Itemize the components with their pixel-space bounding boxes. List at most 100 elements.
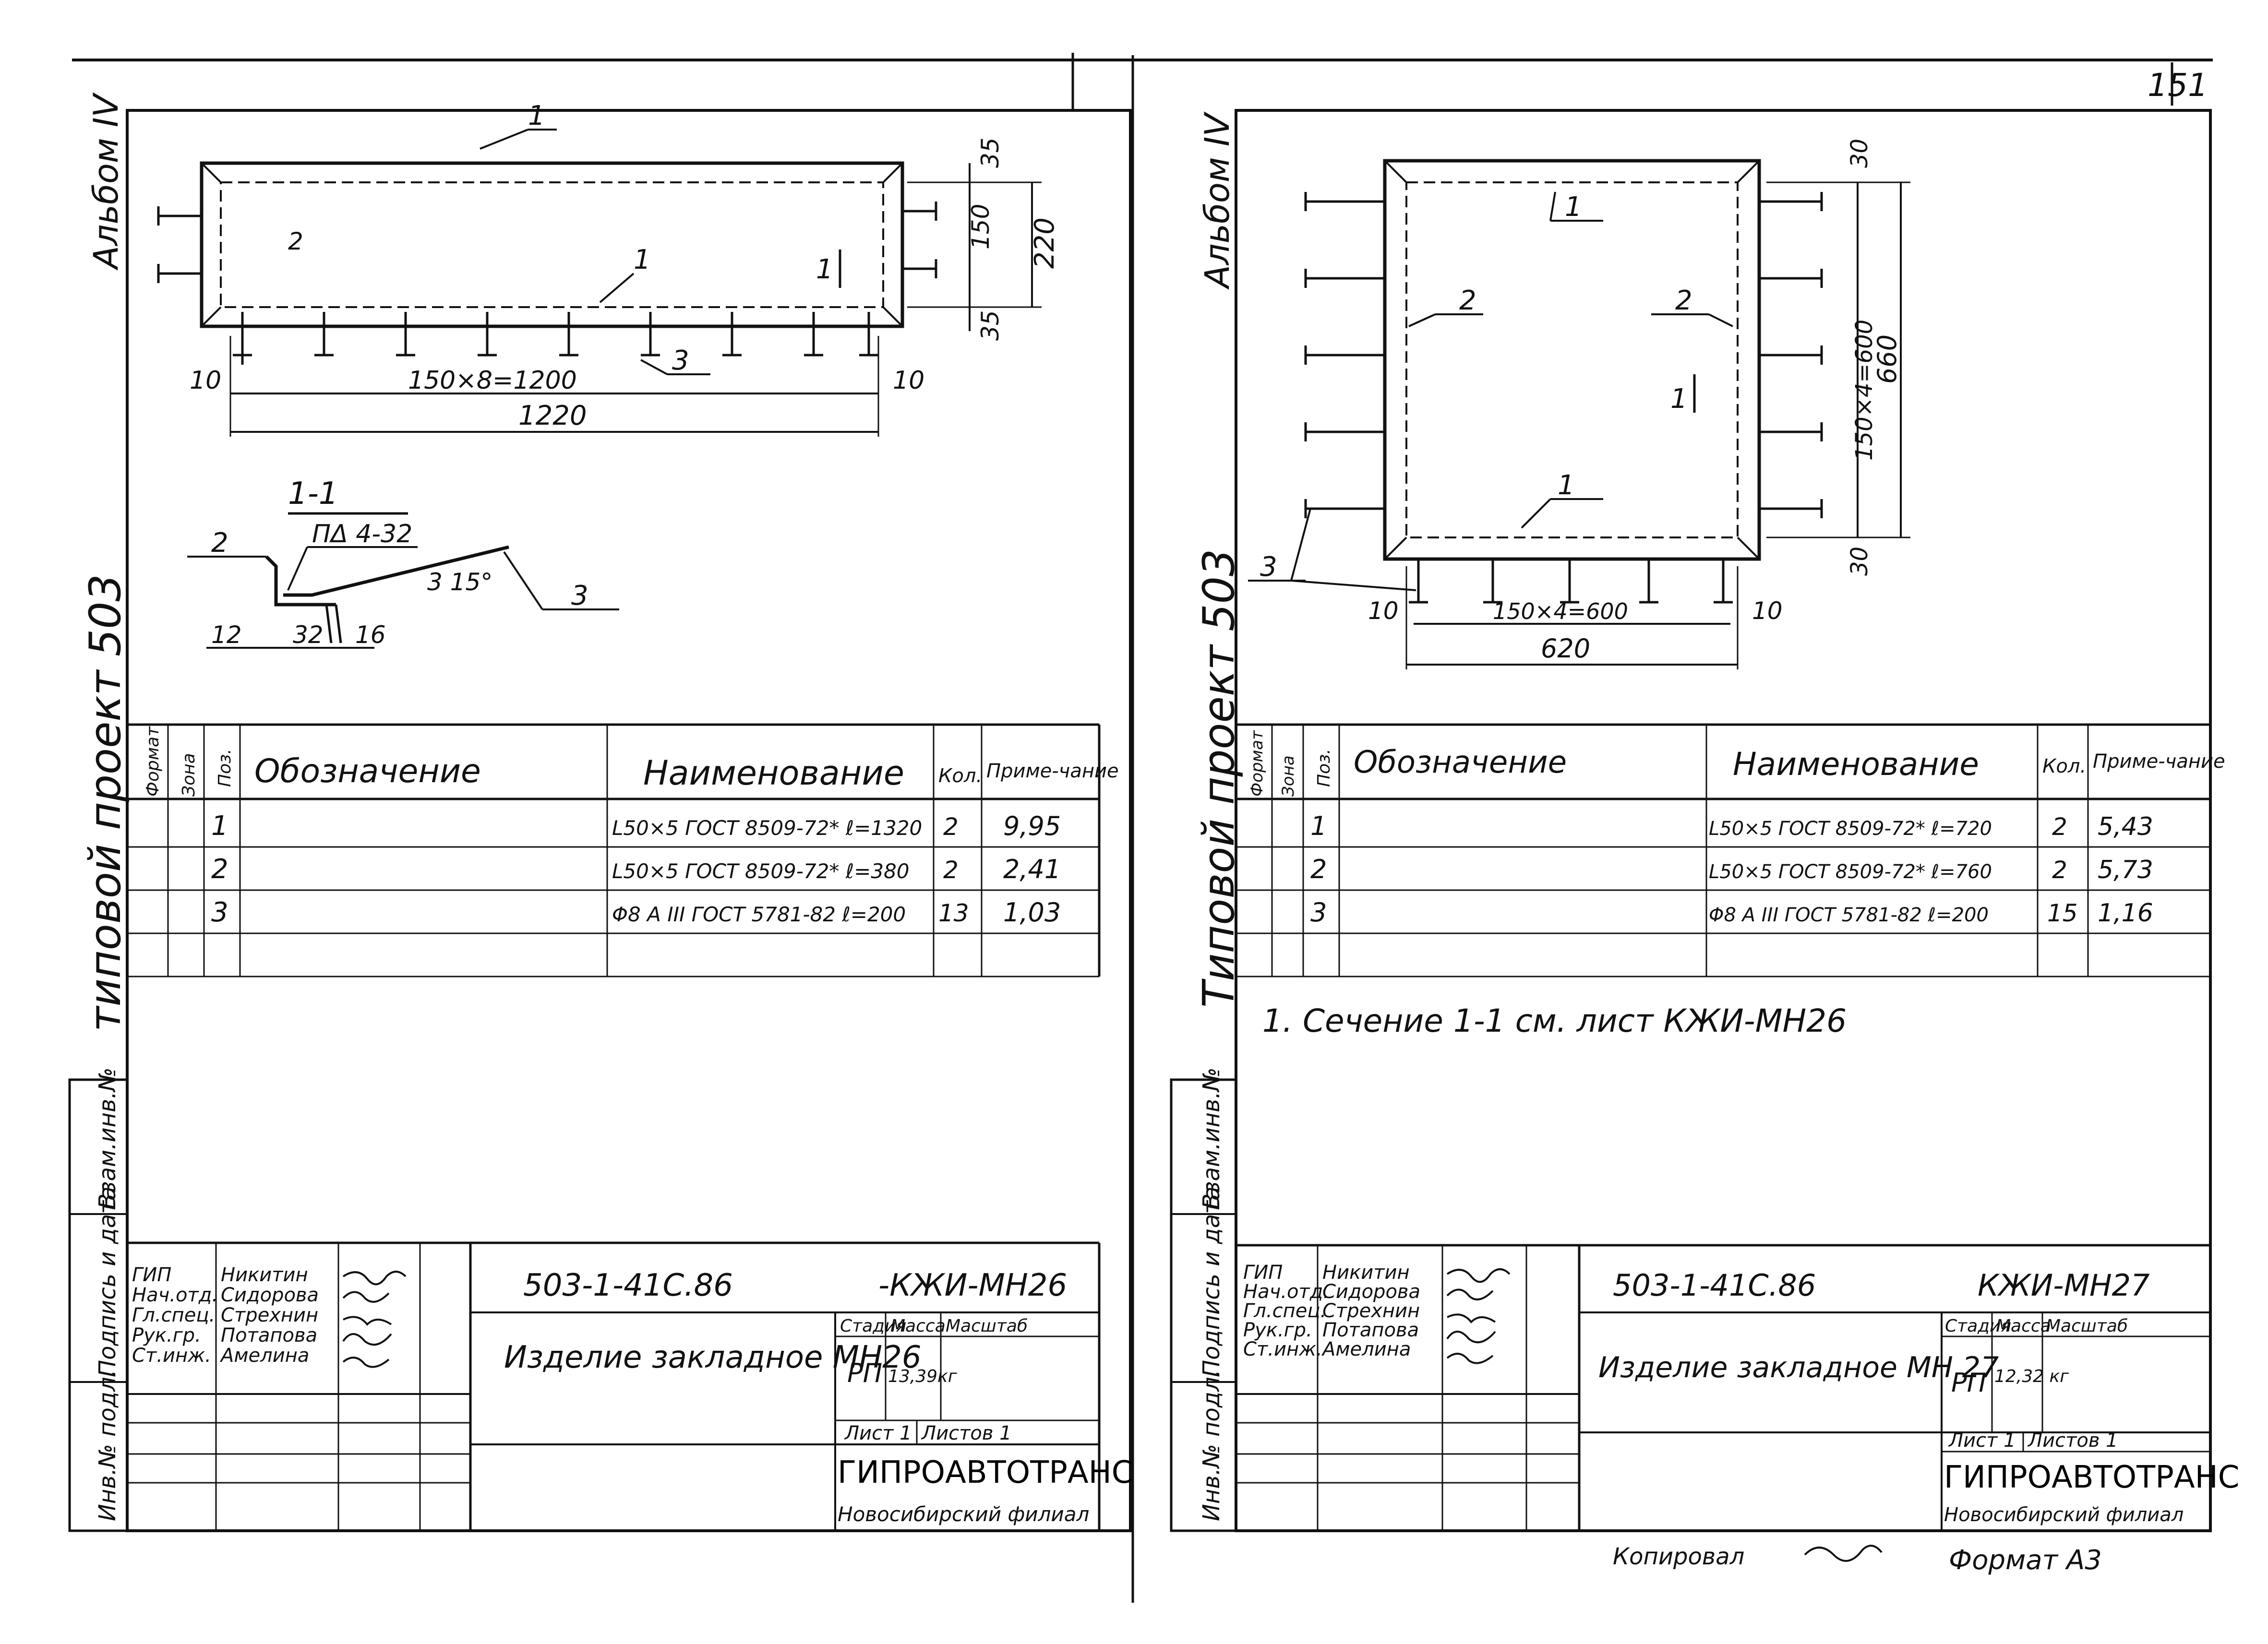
right-sheet: Инв.№ подл. Подпись и дата Взам.инв.№ Ал… (1170, 109, 2239, 1576)
footer-format: Формат А3 (1949, 1545, 2102, 1576)
left-dim-total: 1220 (518, 400, 587, 431)
right-angle-inner (1405, 181, 1739, 538)
right-note: 1. Сечение 1-1 см. лист КЖИ-МН26 (1262, 1002, 1847, 1039)
right-side-stamp (1170, 1078, 1237, 1532)
left-section-angle: 3 15° (427, 568, 492, 596)
right-stamp-sign: Подпись и дата (1198, 1186, 1225, 1377)
left-section-d12: 12 (211, 621, 242, 649)
right-dim-right-gap: 10 (1752, 597, 1783, 625)
left-sheet: Инв.№ подл. Подпись и дата Взам.инв.№ Ал… (68, 92, 1133, 1532)
right-name-4: Амелина (1321, 1338, 1411, 1360)
left-section-callout-2: 2 (211, 527, 228, 559)
left-signatures (342, 1271, 407, 1368)
left-dim-top: 35 (976, 137, 1004, 168)
right-doc-code: КЖИ-МН27 (1978, 1268, 2150, 1303)
left-item-title: Изделие закладное МН26 (504, 1340, 922, 1375)
left-role-2: Гл.спец. (132, 1304, 215, 1326)
left-section-view: 1-1 2 ΠΔ 4-32 3 15° 3 12 32 16 (187, 476, 619, 649)
right-name-2: Стрехнин (1322, 1300, 1420, 1322)
left-dim-mid: 150 (967, 204, 995, 250)
right-org-name: ГИПРОАВТОТРАНС (1944, 1460, 2239, 1495)
right-spec-table: Формат Зона Поз. Обозначение Наименовани… (1236, 723, 2225, 977)
left-section-callout-3: 3 (571, 580, 588, 611)
right-dim-total: 620 (1541, 633, 1590, 664)
left-plate-outline (200, 161, 904, 328)
left-hdr-pos: Поз. (215, 749, 235, 787)
left-callout-1-bottom: 1 (634, 244, 651, 275)
right-stamp-inv: Инв.№ подл. (1198, 1370, 1225, 1521)
right-signatures (1446, 1268, 1511, 1364)
left-doc-code: -КЖИ-МН26 (878, 1268, 1067, 1303)
left-callout-2: 2 (288, 227, 303, 255)
left-dim-right-gap: 10 (893, 366, 924, 395)
left-section-title: 1-1 (288, 476, 338, 512)
left-role-0: ГИП (132, 1264, 171, 1286)
left-stage-value: РП (847, 1358, 882, 1388)
left-row3-pos: 3 (211, 897, 228, 928)
right-sheets-label: Листов 1 (2027, 1430, 2118, 1452)
left-spec-table: Формат Зона Поз. Обозначение Наименовани… (127, 723, 1119, 977)
right-item-title: Изделие закладное МН 27 (1598, 1351, 1999, 1384)
right-role-0: ГИП (1243, 1262, 1283, 1284)
right-branch-name: Новосибирский филиал (1944, 1504, 2184, 1526)
left-row2-qty: 2 (943, 856, 959, 884)
right-role-2: Гл.спец. (1243, 1300, 1326, 1322)
right-row1-name: L50×5 ГОСТ 8509-72* ℓ=720 (1709, 818, 1992, 840)
right-name-3: Потапова (1322, 1319, 1419, 1341)
right-role-1: Нач.отд. (1243, 1281, 1329, 1303)
right-row1-qty: 2 (2052, 813, 2067, 841)
right-row2-note: 5,73 (2098, 856, 2153, 884)
left-branch-name: Новосибирский филиал (838, 1502, 1089, 1526)
right-project-label: Типовой проект 503 (1194, 549, 1244, 1008)
left-name-0: Никитин (221, 1264, 308, 1286)
left-section-weld: ΠΔ 4-32 (312, 520, 412, 548)
left-name-4: Амелина (219, 1345, 309, 1367)
left-section-d16: 16 (355, 621, 386, 649)
left-row1-pos: 1 (211, 810, 228, 842)
right-dim-left-gap: 10 (1368, 597, 1399, 625)
left-row3-note: 1,03 (1003, 897, 1061, 928)
left-title-block: ГИП Нач.отд. Гл.спец. Рук.гр. Ст.инж. Ни… (127, 1241, 1133, 1531)
left-row1-note: 9,95 (1003, 811, 1061, 841)
right-hdr-pos: Поз. (1314, 749, 1334, 787)
left-name-1: Сидорова (221, 1284, 319, 1306)
right-mass-value: 12,32 кг (1994, 1367, 2069, 1386)
left-row3-qty: 13 (938, 899, 969, 927)
left-dim-pitch: 150×8=1200 (408, 366, 577, 395)
right-row3-note: 1,16 (2098, 899, 2153, 928)
left-row1-name: L50×5 ГОСТ 8509-72* ℓ=1320 (612, 816, 922, 840)
left-section-mark: 1 (816, 254, 833, 285)
left-row3-name: Φ8 A III ГОСТ 5781-82 ℓ=200 (612, 903, 906, 926)
left-side-stamp (68, 1078, 129, 1532)
right-plate-outline (1383, 159, 1761, 561)
right-plan-view: 1 1 2 2 3 1 10 150×4=600 10 620 (1248, 139, 1910, 669)
right-title-block: ГИП Нач.отд. Гл.спец. Рук.гр. Ст.инж. Ни… (1236, 1244, 2239, 1531)
right-hdr-name: Наименование (1733, 746, 1979, 783)
right-row2-pos: 2 (1310, 854, 1327, 884)
right-row3-name: Φ8 A III ГОСТ 5781-82 ℓ=200 (1709, 904, 1989, 926)
left-role-4: Ст.инж. (132, 1345, 211, 1367)
left-row2-pos: 2 (211, 854, 228, 885)
left-hdr-zone: Зона (179, 753, 199, 797)
left-role-1: Нач.отд. (132, 1284, 218, 1306)
right-hdr-zone: Зона (1279, 755, 1298, 797)
left-callout-1-top: 1 (528, 100, 545, 131)
right-hdr-qty: Кол. (2042, 755, 2086, 777)
left-hdr-format: Формат (143, 726, 163, 797)
right-role-4: Ст.инж. (1243, 1338, 1322, 1360)
left-callout-3: 3 (672, 345, 689, 376)
left-mass-header: Масса (890, 1316, 946, 1336)
left-frame (126, 109, 1132, 1532)
left-sheets-label: Листов 1 (921, 1422, 1012, 1444)
right-scale-header: Масштаб (2046, 1316, 2128, 1336)
right-dim-top: 30 (1846, 139, 1873, 168)
left-name-2: Стрехнин (221, 1304, 318, 1326)
right-dim-bot: 30 (1846, 547, 1873, 576)
left-mass-value: 13,39кг (888, 1367, 958, 1386)
left-row2-note: 2,41 (1003, 854, 1061, 884)
right-name-1: Сидорова (1322, 1281, 1420, 1303)
left-doc-number: 503-1-41С.86 (523, 1268, 733, 1303)
left-stamp-vzam: Взам.инв.№ (94, 1068, 121, 1209)
left-org-name: ГИПРОАВТОТРАНС (838, 1455, 1133, 1490)
right-album-label: Альбом IV (1198, 111, 1237, 290)
